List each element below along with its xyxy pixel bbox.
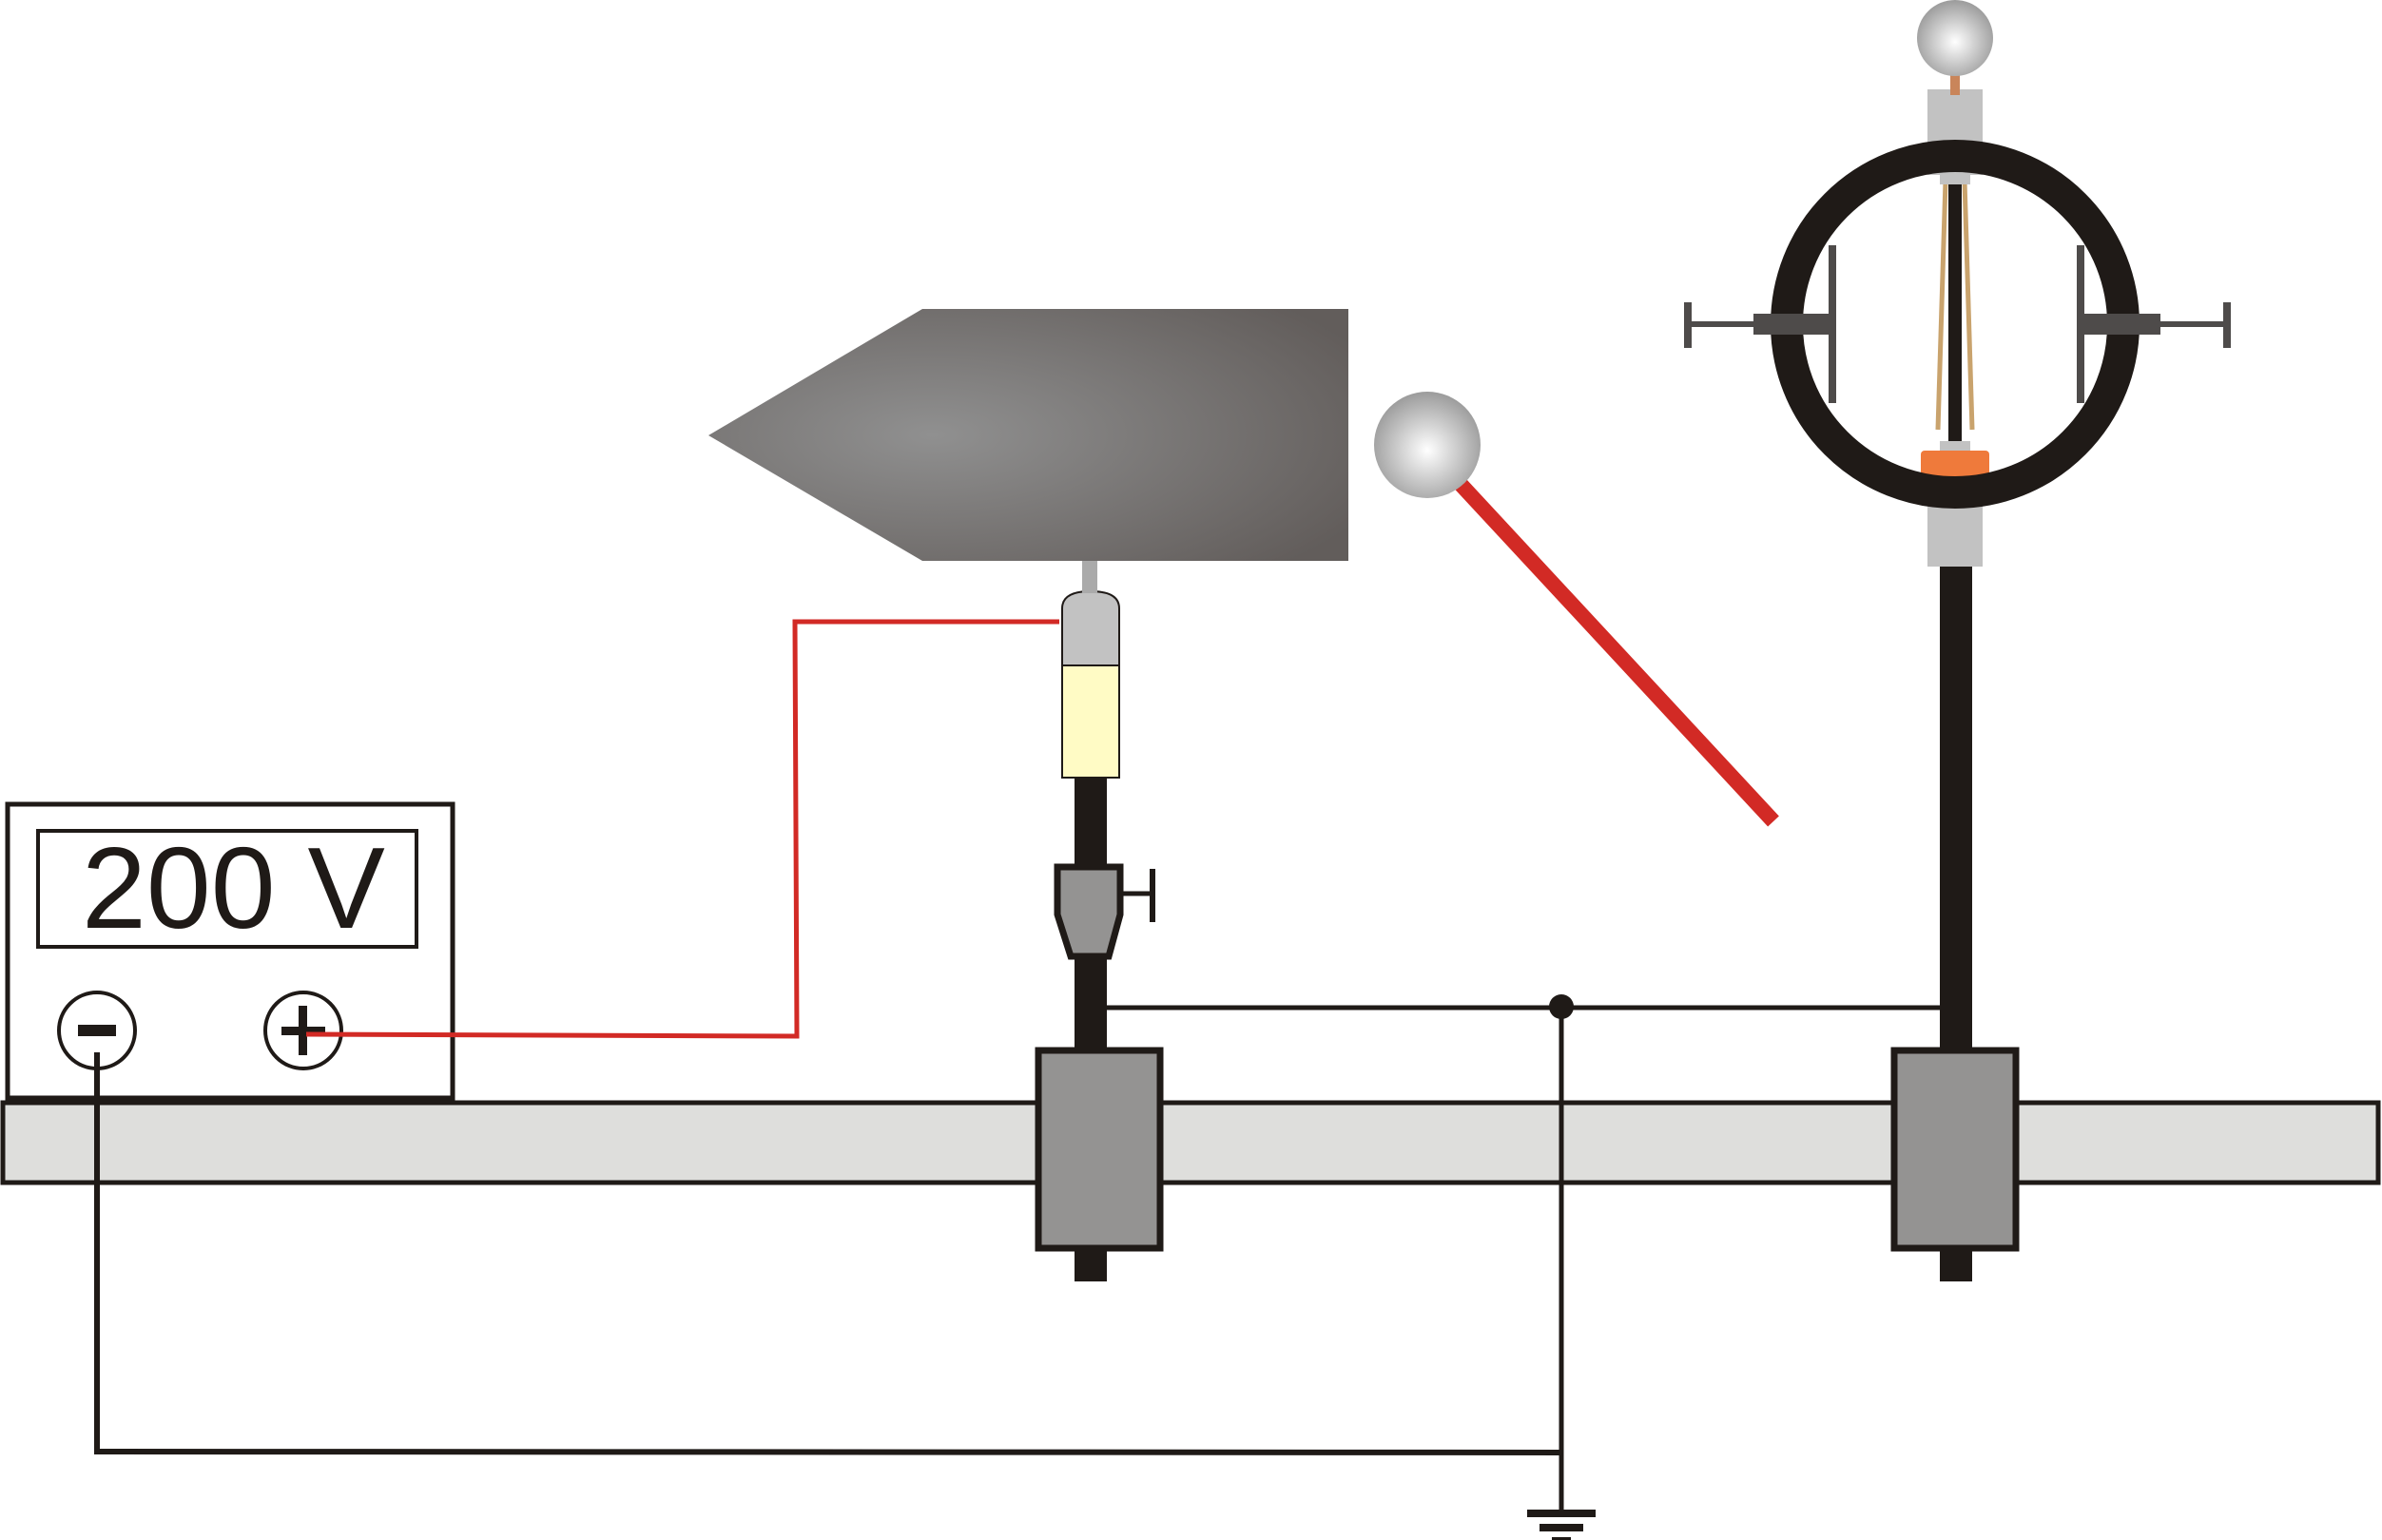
positive-terminal[interactable] bbox=[263, 991, 343, 1070]
conductor-post bbox=[1082, 561, 1097, 593]
voltage-readout: 200 V bbox=[82, 823, 385, 953]
electroscope-needle bbox=[1948, 181, 1962, 445]
ground-symbol bbox=[1527, 1510, 1596, 1540]
electroscope-needle-top bbox=[1940, 171, 1970, 184]
electroscope-left-electrode bbox=[1684, 245, 1836, 403]
electroscope-needle-bottom bbox=[1940, 441, 1970, 452]
electroscope-right-electrode bbox=[2077, 245, 2231, 403]
rod-coupler bbox=[1054, 863, 1124, 960]
electroscope-leaf-left bbox=[1935, 180, 1948, 431]
electroscope-stand bbox=[1684, 0, 2231, 1281]
conductor-rod-upper bbox=[1075, 770, 1107, 873]
test-probe-sphere bbox=[1374, 392, 1481, 498]
test-probe-handle bbox=[1451, 474, 1779, 827]
minus-icon bbox=[78, 1025, 116, 1036]
black-wire-negative bbox=[94, 1052, 1562, 1455]
plus-icon-vertical bbox=[299, 1006, 307, 1055]
electroscope-base bbox=[1921, 451, 1989, 479]
electroscope-leaf-right bbox=[1962, 180, 1975, 431]
electroscope-knob bbox=[1917, 0, 1993, 76]
power-supply: 200 V bbox=[5, 801, 455, 1101]
pointed-conductor bbox=[708, 309, 1348, 561]
voltage-display bbox=[36, 829, 418, 949]
red-wire-positive bbox=[305, 619, 1059, 1039]
conductor-stand bbox=[1035, 561, 1164, 1281]
insulator-column bbox=[1061, 664, 1120, 779]
negative-terminal[interactable] bbox=[57, 991, 137, 1070]
right-rail-clamp bbox=[1890, 1047, 2020, 1252]
optical-bench-rail bbox=[0, 1100, 2381, 1185]
left-rail-clamp bbox=[1035, 1047, 1164, 1252]
wire-junction bbox=[1549, 994, 1574, 1019]
insulator-cap bbox=[1061, 589, 1120, 666]
